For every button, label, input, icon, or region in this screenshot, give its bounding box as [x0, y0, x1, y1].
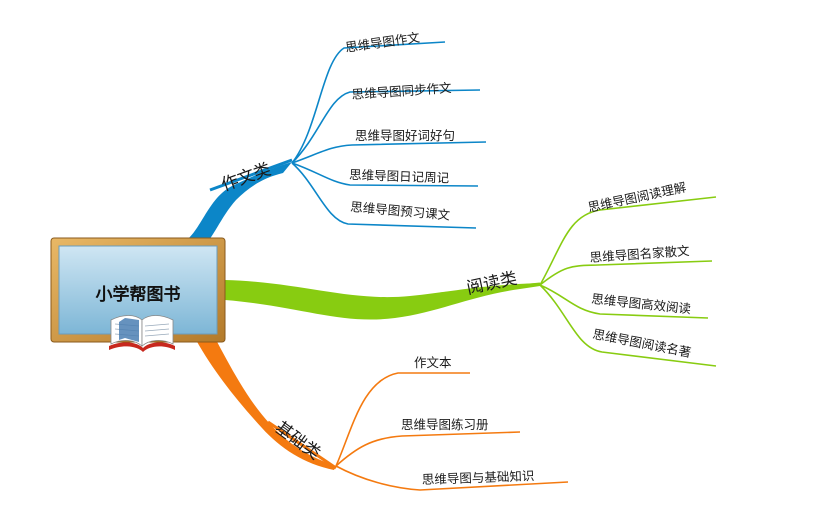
leaf-basic-2: 思维导图练习册 [401, 417, 489, 432]
branch-basic-trunk [196, 336, 336, 470]
leaf-writing-1: 思维导图作文 [344, 30, 421, 55]
link-reading-3 [539, 284, 709, 319]
branch-reading-underline [439, 282, 541, 296]
link-writing-5 [291, 162, 477, 229]
open-book-icon [109, 315, 175, 352]
branch-writing: 作文类 思维导图作文 思维导图同步作文 思维导图好词好句 思维导图日记周记 思维… [178, 30, 487, 250]
branch-writing-underline [209, 158, 293, 192]
leaf-writing-3: 思维导图好词好句 [355, 128, 455, 143]
link-reading-1 [539, 196, 717, 286]
leaf-reading-4: 思维导图阅读名著 [591, 326, 692, 360]
leaf-writing-5: 思维导图预习课文 [350, 199, 451, 223]
link-basic-1 [335, 372, 470, 467]
center-title: 小学帮图书 [96, 284, 181, 305]
link-reading-2 [539, 260, 713, 286]
leaf-basic-3: 思维导图与基础知识 [422, 468, 535, 487]
link-writing-4 [291, 162, 479, 187]
center-node: 小学帮图书 [50, 237, 226, 352]
link-basic-2 [335, 431, 521, 467]
branch-basic-underline [267, 420, 337, 470]
link-writing-3 [291, 141, 487, 164]
link-writing-1 [291, 41, 446, 164]
branch-basic: 基础类 作文本 思维导图练习册 思维导图与基础知识 [196, 336, 569, 491]
branch-reading-label: 阅读类 [465, 269, 519, 299]
link-reading-4 [539, 284, 717, 367]
link-writing-2 [291, 89, 481, 164]
leaf-writing-2: 思维导图同步作文 [351, 80, 452, 102]
leaf-basic-1: 作文本 [414, 355, 452, 370]
branch-reading: 阅读类 思维导图阅读理解 思维导图名家散文 思维导图高效阅读 思维导图阅读名著 [225, 179, 717, 367]
branch-writing-trunk [178, 162, 292, 250]
branch-reading-trunk [225, 280, 540, 320]
link-basic-3 [335, 465, 569, 491]
leaf-reading-1: 思维导图阅读理解 [587, 179, 688, 214]
leaf-reading-2: 思维导图名家散文 [589, 243, 690, 265]
leaf-writing-4: 思维导图日记周记 [349, 167, 450, 185]
leaf-reading-3: 思维导图高效阅读 [591, 291, 692, 316]
